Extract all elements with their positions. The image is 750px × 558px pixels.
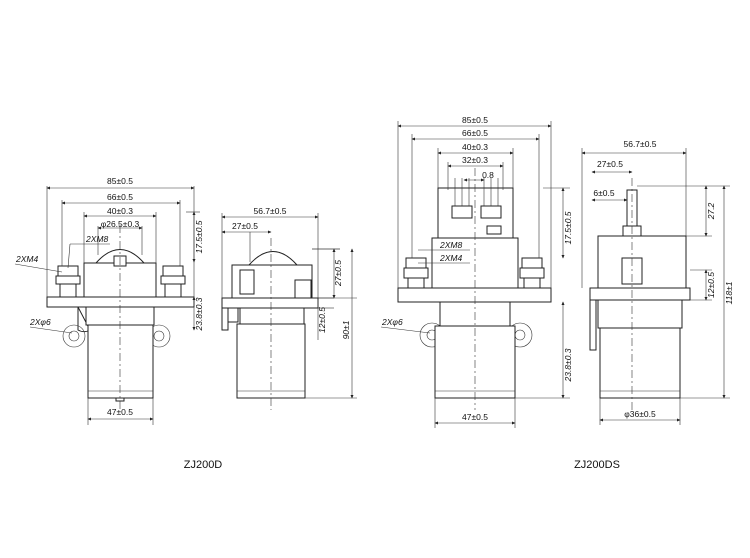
dim-height-12: 12±0.5 bbox=[317, 307, 327, 333]
mount-ear-left bbox=[62, 324, 86, 348]
ds-side-dim-width-6: 6±0.5 bbox=[593, 188, 614, 198]
dim-width-56-7: 56.7±0.5 bbox=[253, 206, 286, 216]
ds-mounting-base bbox=[397, 287, 552, 303]
dim-height-23-8: 23.8±0.3 bbox=[194, 297, 204, 331]
ds-dim-width-85: 85±0.5 bbox=[462, 115, 488, 125]
caption-zj200ds: ZJ200DS bbox=[574, 459, 620, 471]
terminal-nut-right bbox=[162, 265, 184, 277]
dim-width-66: 66±0.5 bbox=[107, 192, 133, 202]
coil-body bbox=[87, 324, 154, 399]
dim-dia-26-5: φ26.5±0.3 bbox=[101, 219, 140, 229]
ds-dim-width-40: 40±0.3 bbox=[462, 142, 488, 152]
ds-side-dim-height-118: 118±1 bbox=[724, 281, 734, 304]
mount-bracket bbox=[221, 307, 229, 331]
zj200d-front-view: 85±0.5 66±0.5 40±0.3 φ26.5±0.3 2XM8 2XM4… bbox=[14, 176, 204, 425]
dim-height-90: 90±1 bbox=[341, 320, 351, 339]
mounting-base bbox=[46, 296, 195, 308]
label-2xm4: 2XM4 bbox=[15, 254, 38, 264]
ds-side-dim-width-56-7: 56.7±0.5 bbox=[623, 139, 656, 149]
ds-mount-bracket bbox=[589, 299, 597, 351]
ds-label-2xm4: 2XM4 bbox=[439, 253, 462, 263]
ds-label-2xm8: 2XM8 bbox=[439, 240, 462, 250]
dim-width-40: 40±0.3 bbox=[107, 206, 133, 216]
ds-side-coil-body bbox=[599, 327, 681, 399]
ds-side-dim-height-27-2: 27.2 bbox=[706, 202, 716, 220]
ds-terminal-right bbox=[521, 257, 543, 269]
ds-dim-pitch-0-8: 0.8 bbox=[482, 170, 494, 180]
label-2x-phi6: 2Xφ6 bbox=[29, 317, 51, 327]
dim-width-27: 27±0.5 bbox=[232, 221, 258, 231]
ds-side-dim-dia-36: φ36±0.5 bbox=[624, 409, 656, 419]
ds-dim-height-17-5: 17.5±0.5 bbox=[563, 211, 573, 244]
label-2xm8: 2XM8 bbox=[85, 234, 108, 244]
caption-zj200d: ZJ200D bbox=[184, 459, 223, 471]
zj200ds-side-view: 56.7±0.5 27±0.5 6±0.5 27.2 12±0.5 118±1 … bbox=[581, 139, 734, 425]
ds-dim-width-66: 66±0.5 bbox=[462, 128, 488, 138]
dim-width-47: 47±0.5 bbox=[107, 407, 133, 417]
dim-height-27: 27±0.5 bbox=[333, 260, 343, 287]
ds-side-dim-width-27: 27±0.5 bbox=[597, 159, 623, 169]
zj200d-side-view: 56.7±0.5 27±0.5 27±0.5 12±0.5 90±1 bbox=[221, 206, 357, 410]
ds-dim-width-47: 47±0.5 bbox=[462, 412, 488, 422]
ds-side-dim-height-12: 12±0.5 bbox=[706, 272, 716, 298]
pcb-module bbox=[437, 187, 514, 239]
ds-dim-height-23-8: 23.8±0.3 bbox=[563, 348, 573, 382]
zj200ds-front-view: 85±0.5 66±0.5 40±0.3 32±0.3 0.8 2XM8 2XM… bbox=[380, 115, 573, 428]
side-base bbox=[221, 297, 319, 309]
dim-height-17-5: 17.5±0.5 bbox=[194, 220, 204, 253]
ds-dim-width-32: 32±0.3 bbox=[462, 155, 488, 165]
ds-side-base bbox=[589, 287, 691, 301]
dim-width-85: 85±0.5 bbox=[107, 176, 133, 186]
ds-label-2x-phi6: 2Xφ6 bbox=[381, 317, 403, 327]
